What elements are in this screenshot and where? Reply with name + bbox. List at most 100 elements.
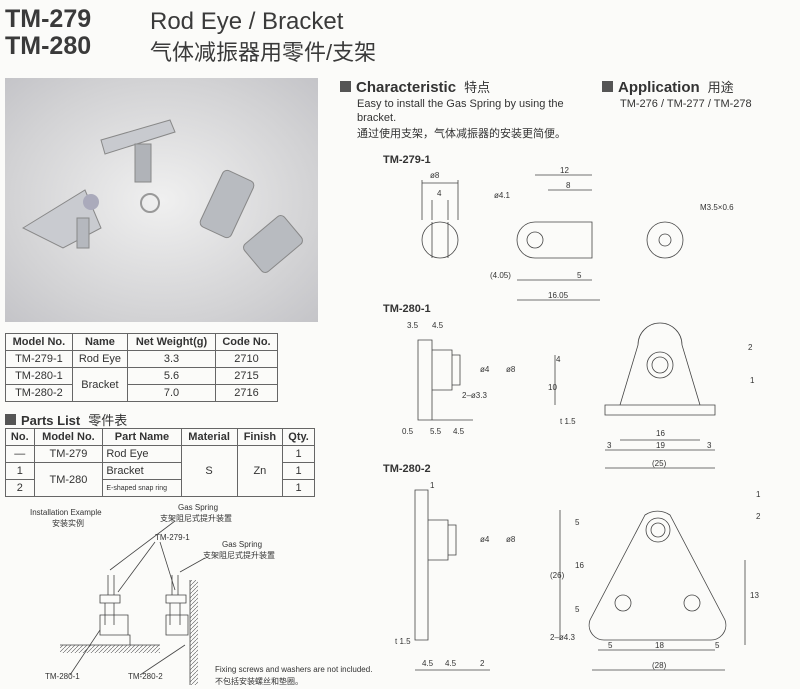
cell: 2	[5, 479, 35, 497]
dimension: t 1.5	[395, 637, 411, 646]
dimension: ø8	[506, 365, 516, 374]
dimension: 5	[575, 605, 580, 614]
col-header: Model No.	[5, 333, 73, 351]
dimension: ø8	[506, 535, 516, 544]
dimension: (26)	[550, 571, 565, 580]
cell: TM-279	[33, 445, 104, 463]
dimension: 4.5	[422, 659, 434, 668]
dimension: 4	[556, 355, 561, 364]
dimension: (4.05)	[490, 271, 511, 280]
dimension: 5.5	[430, 427, 442, 436]
characteristic-text: Easy to install the Gas Spring by using …	[357, 98, 564, 124]
cell: S	[180, 445, 238, 497]
cell: —	[5, 445, 35, 463]
dimension: ø8	[430, 171, 440, 180]
dimension: 12	[560, 166, 569, 175]
dimension: 18	[655, 641, 664, 650]
dimension: 10	[548, 383, 557, 392]
dimension: t 1.5	[560, 417, 576, 426]
title-cn: 气体减振器用零件/支架	[150, 40, 377, 65]
characteristic-text-cn: 通过使用支架，气体减振器的安装更简便。	[357, 128, 566, 140]
heading-text: Parts List	[21, 413, 81, 428]
cell: 2716	[214, 384, 279, 402]
dimension: 3.5	[407, 321, 419, 330]
col-header: No.	[5, 428, 35, 446]
cell: 7.0	[127, 384, 216, 402]
callout-1: 1	[750, 376, 755, 385]
cell: 5.6	[127, 367, 216, 385]
dimension: 4.5	[453, 427, 465, 436]
bracket2-label: TM-280-2	[128, 672, 163, 681]
dimension: 2–ø4.3	[550, 633, 575, 642]
col-header: Net Weight(g)	[127, 333, 216, 351]
technical-drawings: TM-279-1 ø8 4 ø4.1 12 8 M3.5×0.6 (4.05) …	[383, 154, 761, 671]
bullet-square-icon	[602, 81, 613, 92]
installation-example: Installation Example 安装实例 Gas Spring 支架阻…	[30, 503, 372, 686]
dimension: 0.5	[402, 427, 414, 436]
col-header: Part Name	[102, 428, 182, 446]
dimension: 13	[750, 591, 759, 600]
col-header: Name	[71, 333, 129, 351]
heading-text: Application	[618, 79, 700, 96]
heading-cn: 零件表	[88, 413, 128, 428]
cell: 3.3	[127, 350, 216, 368]
cell: TM-279-1	[5, 350, 73, 368]
heading-cn: 特点	[464, 80, 491, 95]
product-photo-art	[21, 119, 303, 273]
dimension: 4.5	[432, 321, 444, 330]
install-title: Installation Example	[30, 508, 102, 517]
install-note: Fixing screws and washers are not includ…	[215, 665, 372, 674]
bracket1-label: TM-280-1	[45, 672, 80, 681]
dimension: ø4	[480, 365, 490, 374]
characteristic-heading: Characteristic 特点	[340, 77, 490, 96]
cell: 2715	[214, 367, 279, 385]
col-header: Qty.	[282, 428, 315, 446]
cell: TM-280	[33, 462, 104, 497]
cell: Rod Eye	[102, 445, 182, 463]
dimension: 5	[715, 641, 720, 650]
col-header: Finish	[236, 428, 284, 446]
drawing-label: TM-280-1	[383, 303, 431, 315]
drawing-label: TM-280-2	[383, 463, 431, 475]
cell: Rod Eye	[71, 350, 129, 368]
dimension: 3	[607, 441, 612, 450]
gas-spring-label: Gas Spring	[222, 540, 262, 549]
hatched-surface	[60, 645, 160, 653]
application-text: TM-276 / TM-277 / TM-278	[620, 98, 752, 110]
bullet-square-icon	[340, 81, 351, 92]
bullet-square-icon	[5, 414, 16, 425]
rod-eye-label: TM-279-1	[155, 533, 190, 542]
dimension: 1	[430, 481, 435, 490]
model-number: TM-279	[5, 5, 92, 33]
parts-list-heading: Parts List 零件表	[5, 410, 127, 429]
product-photo	[5, 78, 318, 322]
cell: Bracket	[102, 462, 182, 480]
dimension: ø4.1	[494, 191, 511, 200]
heading-cn: 用途	[707, 80, 734, 95]
dimension: 16	[575, 561, 584, 570]
dimension: 19	[656, 441, 665, 450]
col-header: Code No.	[214, 333, 279, 351]
cell: Zn	[236, 445, 284, 497]
cell: 2710	[214, 350, 279, 368]
callout-2: 2	[748, 343, 753, 352]
title-en: Rod Eye / Bracket	[150, 8, 344, 35]
dimension: (28)	[652, 661, 667, 670]
install-title-cn: 安装实例	[52, 518, 84, 528]
dimension: M3.5×0.6	[700, 203, 734, 212]
dimension: 5	[575, 518, 580, 527]
dimension: ø4	[480, 535, 490, 544]
cell: 1	[282, 479, 315, 497]
cell: TM-280-1	[5, 367, 73, 385]
dimension: 2	[480, 659, 485, 668]
cell: 1	[282, 445, 315, 463]
gas-spring-cn-label: 支架阻尼式提升装置	[160, 513, 232, 523]
application-heading: Application 用途	[602, 77, 734, 96]
heading-text: Characteristic	[356, 79, 457, 96]
